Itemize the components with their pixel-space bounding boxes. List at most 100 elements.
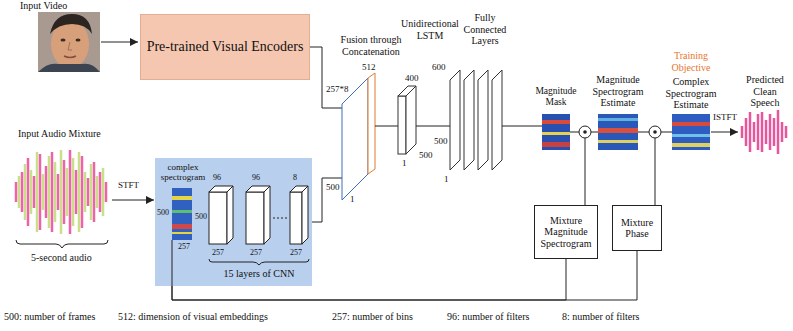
spectrogram-image bbox=[172, 210, 192, 213]
process-box: Pre-trained Visual Encoders bbox=[140, 14, 310, 80]
wire bbox=[172, 240, 173, 286]
output-label: Predicted Clean Speech bbox=[738, 74, 792, 109]
footnote: 257: number of bins bbox=[332, 311, 413, 323]
layer-heading: Fully Connected Layers bbox=[458, 12, 512, 47]
footnote: 96: number of filters bbox=[447, 311, 529, 323]
operation-label: ISTFT bbox=[713, 112, 737, 122]
cnn-layer-cube bbox=[209, 192, 227, 244]
layer-heading: Unidirectional LSTM bbox=[397, 18, 463, 41]
wire bbox=[585, 138, 586, 205]
spectrogram-image bbox=[598, 128, 638, 133]
ellipsis-line bbox=[273, 218, 288, 219]
speech-waveform bbox=[742, 110, 786, 154]
spectrogram-image bbox=[172, 188, 192, 240]
wire bbox=[570, 132, 579, 133]
mask-image bbox=[542, 120, 570, 124]
audio-waveform bbox=[16, 150, 106, 234]
process-box: Mixture Phase bbox=[612, 205, 662, 251]
face-photo bbox=[38, 12, 100, 72]
wire bbox=[416, 126, 450, 127]
wire bbox=[502, 126, 542, 127]
face-photo bbox=[68, 42, 72, 50]
box-label: Mixture Phase bbox=[616, 217, 658, 240]
spectrogram-image bbox=[172, 232, 192, 234]
multiply-symbol bbox=[579, 126, 591, 138]
fc-layers bbox=[478, 70, 488, 170]
mask-image bbox=[542, 114, 570, 150]
fusion-block bbox=[342, 78, 368, 200]
dimension-number: 500 bbox=[195, 212, 207, 221]
cnn-layer-cube bbox=[246, 192, 264, 244]
dimension-number: 500 bbox=[434, 136, 448, 146]
fc-layers bbox=[450, 70, 460, 170]
mask-image bbox=[542, 114, 570, 150]
mask-image bbox=[542, 142, 570, 147]
spectrogram-image bbox=[172, 188, 192, 240]
spectrogram-image bbox=[598, 114, 638, 150]
dimension-number: 1 bbox=[350, 194, 355, 204]
audio-waveform bbox=[16, 150, 106, 234]
face-photo bbox=[76, 39, 81, 42]
cnn-layer-cube bbox=[264, 186, 270, 244]
wire bbox=[312, 178, 342, 222]
wire bbox=[591, 132, 598, 133]
fusion-block bbox=[368, 73, 375, 174]
dimension-number: 96 bbox=[213, 173, 221, 182]
fc-layers bbox=[492, 70, 502, 170]
dimension-number: 257 bbox=[212, 248, 224, 257]
dimension-number: 257*8 bbox=[326, 84, 349, 94]
input-label: Input Audio Mixture bbox=[18, 128, 101, 140]
face-photo bbox=[64, 56, 76, 58]
dimension-number: 8 bbox=[293, 173, 297, 182]
spectrogram-image bbox=[172, 224, 192, 229]
cnn-panel: complex spectrogram15 layers of CNN bbox=[155, 158, 312, 286]
image-heading: Magnitude Mask bbox=[528, 86, 584, 108]
image-heading: Complex Spectrogram Estimate bbox=[664, 76, 718, 111]
dimension-number: 600 bbox=[432, 62, 446, 72]
arrow bbox=[112, 200, 154, 201]
dimension-number: 400 bbox=[405, 73, 419, 83]
dimension-number: 1 bbox=[402, 158, 407, 168]
arrow bbox=[711, 132, 738, 133]
wire bbox=[375, 126, 398, 127]
spectrogram-image bbox=[672, 114, 710, 150]
objective-label: Training Objective bbox=[664, 50, 718, 73]
multiply-symbol bbox=[653, 130, 657, 134]
cnn-layer-cube bbox=[290, 192, 302, 244]
wire bbox=[310, 47, 342, 108]
face-photo bbox=[38, 64, 100, 72]
dimension-number: 257 bbox=[290, 248, 302, 257]
arrow bbox=[101, 42, 138, 43]
cnn-layer-cube bbox=[227, 186, 233, 244]
brace-label: 5-second audio bbox=[31, 252, 92, 264]
dimension-number: 1 bbox=[444, 174, 449, 184]
box-label: Pre-trained Visual Encoders bbox=[147, 39, 304, 55]
audio-waveform bbox=[19, 150, 103, 234]
mask-image bbox=[542, 132, 570, 135]
dimension-number: 257 bbox=[250, 248, 262, 257]
panel-label: complex spectrogram bbox=[158, 162, 208, 183]
lstm-block bbox=[398, 86, 416, 154]
dimension-number: 500 bbox=[326, 182, 340, 192]
wire bbox=[655, 138, 656, 205]
footnote: 8: number of filters bbox=[562, 311, 639, 323]
spectrogram-image bbox=[598, 114, 638, 150]
face-photo bbox=[61, 39, 66, 42]
input-label: Input Video bbox=[20, 0, 67, 12]
spectrogram-image bbox=[672, 122, 710, 126]
spectrogram-image bbox=[598, 118, 638, 121]
face-photo bbox=[38, 12, 100, 72]
multiply-symbol bbox=[579, 126, 591, 138]
brace bbox=[16, 240, 108, 248]
cnn-layer-cube bbox=[209, 186, 308, 244]
spectrogram-image bbox=[172, 196, 192, 200]
wire bbox=[638, 132, 649, 133]
footnote: 500: number of frames bbox=[4, 311, 95, 323]
box-label: Mixture Magnitude Spectrogram bbox=[538, 215, 594, 250]
spectrogram-image bbox=[598, 140, 638, 143]
operation-label: STFT bbox=[118, 180, 139, 190]
process-box: Mixture Magnitude Spectrogram bbox=[534, 205, 598, 259]
fc-layers bbox=[450, 70, 502, 170]
